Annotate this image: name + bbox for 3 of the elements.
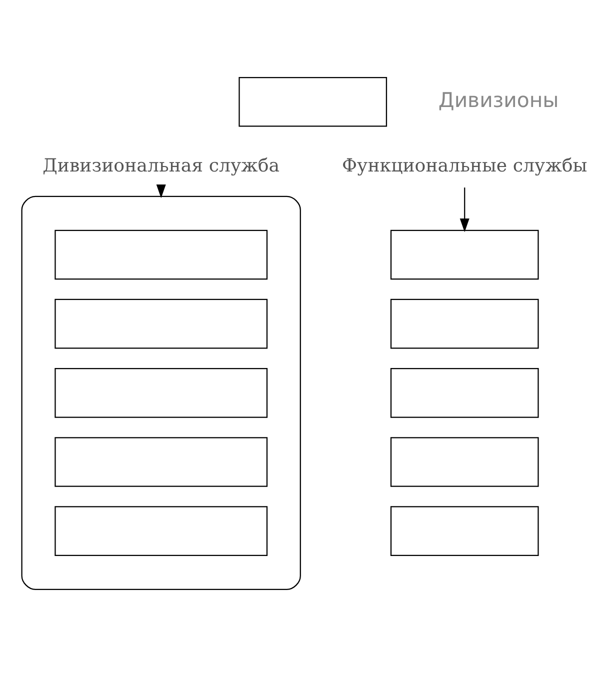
label: Дивизионы xyxy=(438,87,559,112)
node-text: Дивизиональная служба xyxy=(42,154,280,176)
node-text: Функциональные службы xyxy=(342,154,588,176)
